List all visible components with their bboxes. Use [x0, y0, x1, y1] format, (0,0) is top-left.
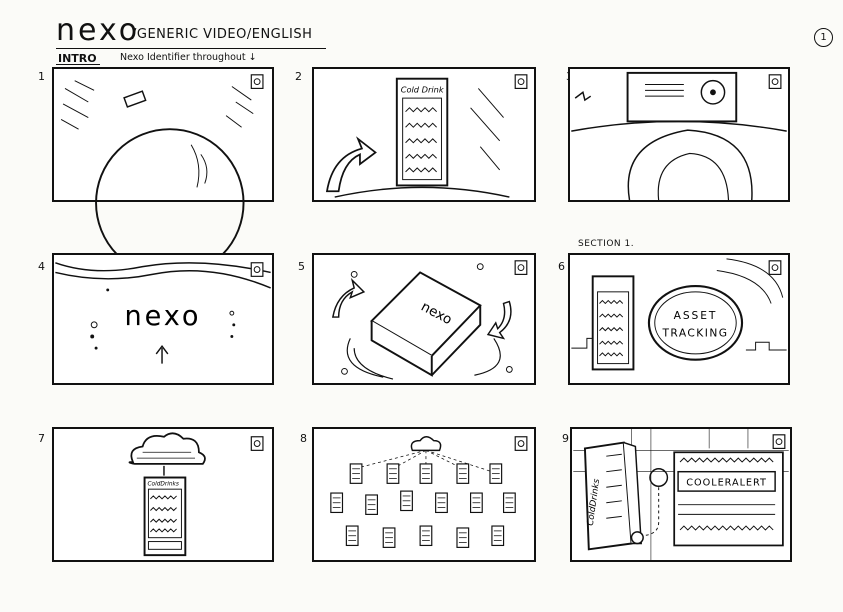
identifier-note: Nexo Identifier throughout ↓	[120, 52, 257, 63]
frame-5-sketch: nexo	[331, 260, 528, 380]
frame-4-panel: nexo	[52, 253, 274, 385]
nexo-identifier-icon	[772, 434, 786, 449]
nexo-identifier-icon	[514, 260, 528, 275]
nexo-identifier-icon	[514, 74, 528, 89]
project-title: /GENERIC VIDEO/ENGLISH	[132, 27, 313, 42]
frame-7-brand: ColdDrinks	[147, 481, 178, 487]
frame-5-number: 5	[298, 260, 305, 273]
frame-9-number: 9	[562, 432, 569, 445]
nexo-identifier-icon	[768, 74, 782, 89]
frame-7-panel: ColdDrinks	[52, 427, 274, 562]
nexo-identifier-icon	[250, 74, 264, 89]
frame-4-sketch: nexo	[55, 262, 271, 364]
frame-2-panel: Cold Drink	[312, 67, 536, 202]
cooler-icon	[419, 525, 433, 547]
frame-4-number: 4	[38, 260, 45, 273]
page-number: 1	[814, 28, 833, 47]
cooler-icon	[435, 492, 448, 514]
frame-1-number: 1	[38, 70, 45, 83]
nexo-identifier-icon	[250, 436, 264, 451]
nexo-identifier-icon	[250, 262, 264, 277]
cooler-icon	[489, 463, 503, 484]
intro-label: INTRO	[58, 52, 97, 65]
cooler-icon	[349, 463, 363, 484]
nexo-logo: nexo	[56, 13, 141, 48]
section-label: SECTION 1.	[578, 239, 635, 249]
frame-9-sketch: ColdDrinks COOLERALERT	[573, 429, 789, 560]
cooler-icon	[419, 463, 433, 484]
frame-3-sketch	[571, 71, 787, 201]
nexo-identifier-icon	[514, 436, 528, 451]
cooler-icon	[456, 527, 470, 548]
cooler-icon	[491, 525, 505, 547]
frame-8-number: 8	[300, 432, 307, 445]
frame-2-sketch: Cold Drink	[325, 74, 528, 198]
frame-7-number: 7	[38, 432, 45, 445]
frame-8-sketch	[330, 436, 528, 548]
cooler-icon	[386, 463, 400, 484]
cooler-icon	[382, 527, 396, 548]
frame-9-screen-title: COOLERALERT	[686, 477, 767, 488]
frame-3-panel	[568, 67, 790, 202]
frame-6-bubble-line1: ASSET	[674, 309, 718, 322]
header-rule	[56, 48, 326, 49]
frame-6-number: 6	[558, 260, 565, 273]
intro-underline	[56, 64, 100, 65]
frame-1-sketch	[60, 74, 264, 278]
storyboard-header: nexo /GENERIC VIDEO/ENGLISH	[56, 16, 346, 56]
frame-8-panel	[312, 427, 536, 562]
cooler-icon	[400, 490, 413, 512]
cooler-icon	[456, 463, 470, 484]
cooler-icon	[469, 492, 483, 514]
frame-1-panel	[52, 67, 274, 278]
frame-4-logo: nexo	[125, 301, 202, 332]
nexo-identifier-icon	[768, 260, 782, 275]
frame-9-panel: ColdDrinks COOLERALERT	[570, 427, 792, 562]
frame-2-number: 2	[295, 70, 302, 83]
frame-5-panel: nexo	[312, 253, 536, 385]
cooler-icon	[502, 492, 516, 514]
frame-6-panel: ASSET TRACKING	[568, 253, 790, 385]
frame-6-sketch: ASSET TRACKING	[571, 258, 787, 371]
cooler-icon	[365, 494, 379, 515]
frame-2-brand: Cold Drink	[401, 84, 445, 94]
frame-6-bubble-line2: TRACKING	[661, 326, 728, 339]
cooler-icon	[345, 525, 359, 547]
cooler-icon	[330, 492, 344, 514]
frame-7-sketch: ColdDrinks	[128, 432, 264, 557]
